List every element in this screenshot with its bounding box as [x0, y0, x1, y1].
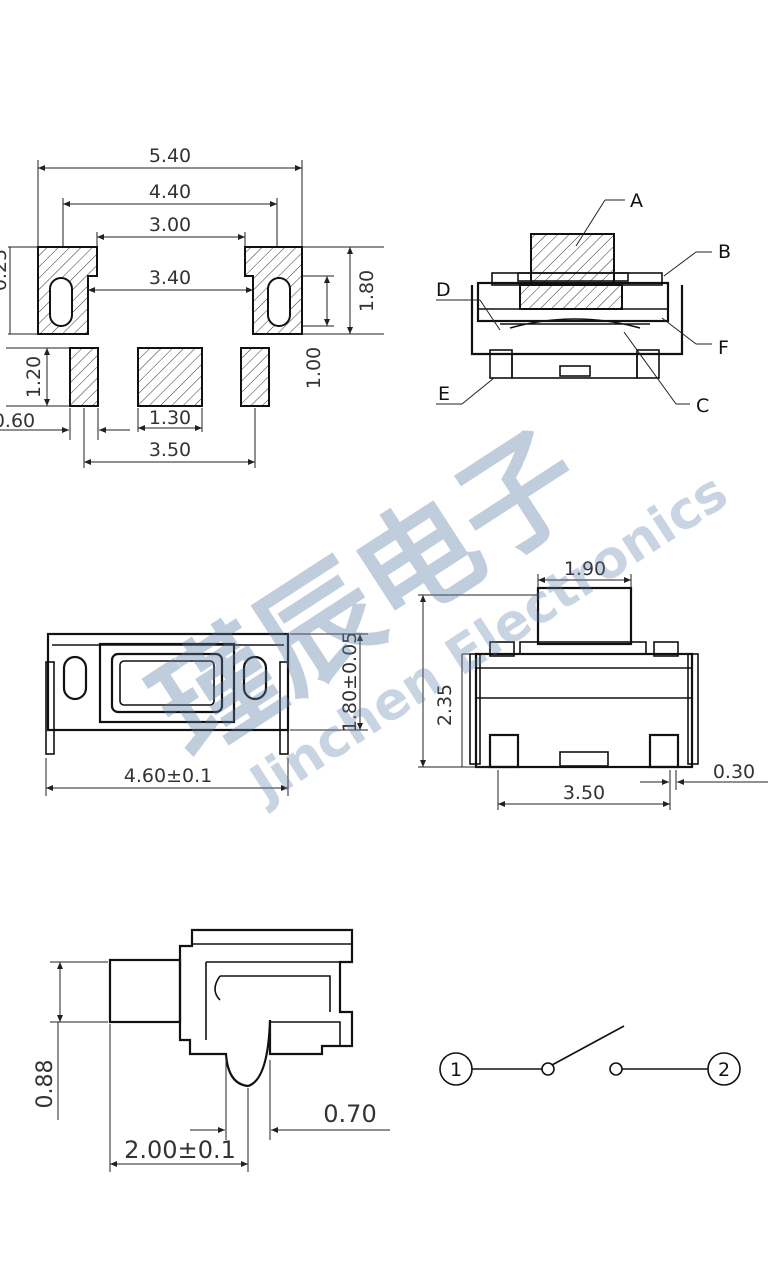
dim-0-25: 0.25	[0, 249, 11, 291]
switch-contact	[551, 1025, 625, 1066]
label-a: A	[630, 190, 643, 212]
front-view: 1.80±0.05 4.60±0.1	[45, 632, 368, 796]
footprint-view: 5.40 4.40 3.00 3.40 1.80 1.00 0.25 1.20	[0, 145, 384, 468]
dim-0-60: 0.60	[0, 410, 35, 432]
dim-3-00: 3.00	[149, 214, 191, 236]
switch-body-end	[474, 652, 694, 769]
plunger-end	[536, 586, 633, 646]
dim-1-80: 1.80	[356, 270, 378, 312]
pad-slot-right	[267, 277, 291, 327]
end-view: 1.90 2.35 3.50 0.30	[418, 558, 768, 810]
plunger-profile	[108, 958, 182, 1024]
pin-2-label: 2	[718, 1059, 730, 1081]
dim-0-88: 0.88	[33, 1060, 58, 1109]
dim-0-70: 0.70	[323, 1100, 376, 1128]
dim-1-80-0-05: 1.80±0.05	[339, 632, 361, 733]
label-c: C	[696, 395, 709, 417]
dim-0-30: 0.30	[713, 761, 755, 783]
profile-view: 0.88 2.00±0.1 0.70	[33, 928, 390, 1172]
label-d: D	[436, 279, 451, 301]
pin-2-marker	[707, 1052, 741, 1086]
plunger	[530, 233, 615, 285]
label-e: E	[438, 383, 450, 405]
dim-4-40: 4.40	[149, 181, 191, 203]
pad-slot-left	[49, 277, 73, 327]
dim-1-30: 1.30	[149, 407, 191, 429]
watermark: 瑾辰电子 Jinchen Electronics	[130, 406, 738, 816]
dim-2-35: 2.35	[434, 684, 456, 726]
section-view: A B C D E F	[436, 190, 731, 417]
pad-bottom-right	[240, 347, 270, 407]
label-b: B	[718, 241, 731, 263]
dim-5-40: 5.40	[149, 145, 191, 167]
dim-1-90: 1.90	[564, 558, 606, 580]
dim-2-00: 2.00±0.1	[124, 1136, 236, 1164]
label-f: F	[718, 337, 729, 359]
dim-3-50-end: 3.50	[563, 782, 605, 804]
dim-1-00: 1.00	[303, 347, 325, 389]
pad-bottom-left	[69, 347, 99, 407]
dim-3-50-footprint: 3.50	[149, 439, 191, 461]
switch-schematic: 1 2	[439, 1025, 741, 1086]
pin-1-label: 1	[450, 1059, 462, 1081]
dim-4-60: 4.60±0.1	[124, 765, 212, 787]
dim-3-40: 3.40	[149, 267, 191, 289]
pad-bottom-center	[137, 347, 203, 407]
dim-1-20: 1.20	[23, 356, 45, 398]
